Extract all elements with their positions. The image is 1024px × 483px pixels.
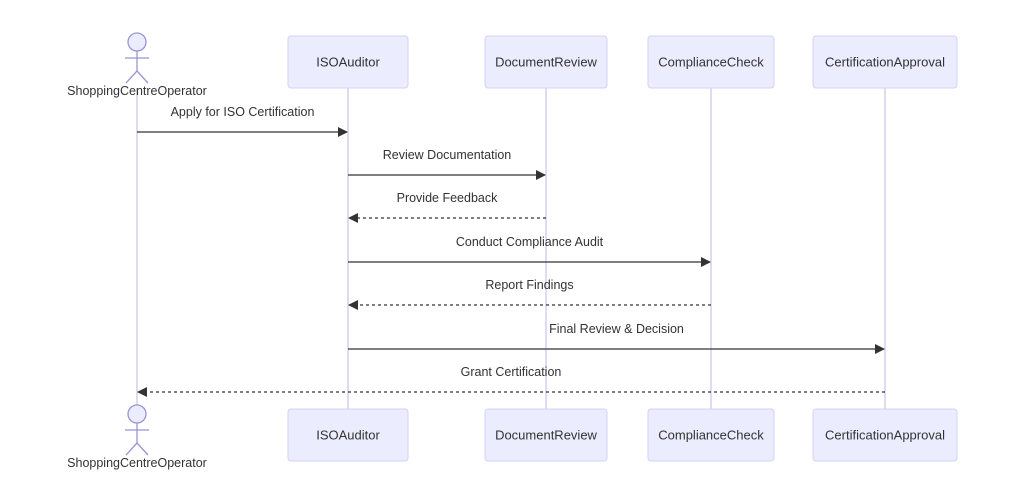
message-5: Report Findings bbox=[348, 278, 711, 310]
participant-label: CertificationApproval bbox=[825, 55, 945, 70]
participant-label: DocumentReview bbox=[495, 428, 597, 443]
message-6: Final Review & Decision bbox=[348, 322, 885, 354]
message-label: Review Documentation bbox=[383, 148, 512, 162]
message-label: Apply for ISO Certification bbox=[171, 105, 315, 119]
person-icon bbox=[125, 404, 149, 456]
message-label: Report Findings bbox=[485, 278, 573, 292]
participant-box bbox=[647, 408, 775, 462]
message-label: Final Review & Decision bbox=[549, 322, 684, 336]
participant-box bbox=[484, 408, 608, 462]
participant-box bbox=[484, 35, 608, 89]
participant-box bbox=[812, 35, 958, 89]
participant-box bbox=[647, 35, 775, 89]
participant-comp-bottom: ComplianceCheck bbox=[647, 408, 775, 462]
participant-box bbox=[287, 35, 409, 89]
message-2: Review Documentation bbox=[348, 148, 546, 180]
message-4: Conduct Compliance Audit bbox=[348, 235, 711, 267]
participant-iso-bottom: ISOAuditor bbox=[287, 408, 409, 462]
message-label: Conduct Compliance Audit bbox=[456, 235, 604, 249]
participant-label: ISOAuditor bbox=[316, 55, 380, 70]
participant-label: ComplianceCheck bbox=[658, 428, 764, 443]
participant-cert-top: CertificationApproval bbox=[812, 35, 958, 89]
actor-op-bottom: ShoppingCentreOperator bbox=[67, 404, 207, 470]
participant-label: ISOAuditor bbox=[316, 428, 380, 443]
message-label: Provide Feedback bbox=[397, 191, 499, 205]
participant-box bbox=[812, 408, 958, 462]
participant-label: DocumentReview bbox=[495, 55, 597, 70]
actor-label: ShoppingCentreOperator bbox=[67, 456, 207, 470]
actor-label: ShoppingCentreOperator bbox=[67, 84, 207, 98]
message-label: Grant Certification bbox=[461, 365, 562, 379]
participant-label: CertificationApproval bbox=[825, 428, 945, 443]
actor-op-top: ShoppingCentreOperator bbox=[67, 32, 207, 98]
message-3: Provide Feedback bbox=[348, 191, 546, 223]
participant-box bbox=[287, 408, 409, 462]
participant-doc-top: DocumentReview bbox=[484, 35, 608, 89]
participant-comp-top: ComplianceCheck bbox=[647, 35, 775, 89]
participant-cert-bottom: CertificationApproval bbox=[812, 408, 958, 462]
participant-iso-top: ISOAuditor bbox=[287, 35, 409, 89]
participant-label: ComplianceCheck bbox=[658, 55, 764, 70]
message-7: Grant Certification bbox=[137, 365, 885, 397]
person-icon bbox=[125, 32, 149, 84]
message-1: Apply for ISO Certification bbox=[137, 105, 348, 137]
participant-doc-bottom: DocumentReview bbox=[484, 408, 608, 462]
